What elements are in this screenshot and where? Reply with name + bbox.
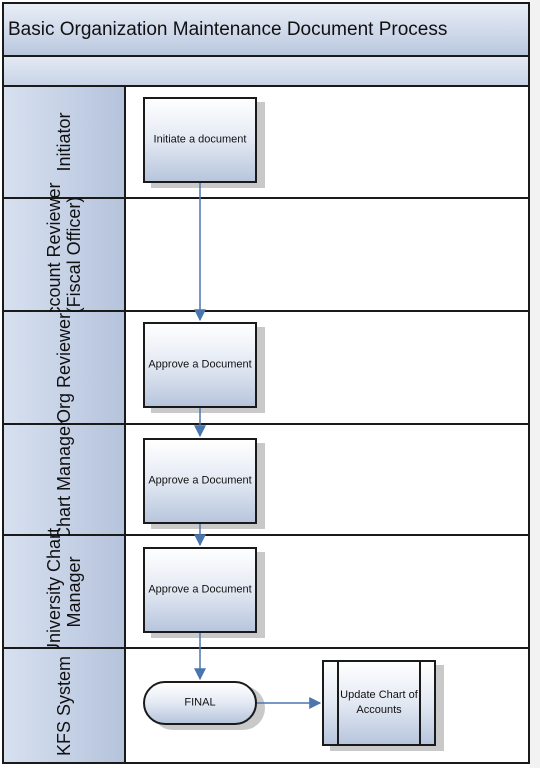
terminator-box: FINAL <box>143 681 257 725</box>
lane-chart-manager: Chart Manager <box>2 419 530 540</box>
step-university-approve-document: Approve a Document <box>143 547 265 638</box>
process-box: Approve a Document <box>143 322 257 408</box>
lane-account-reviewer: Account Reviewer (Fiscal Officer) <box>2 182 530 327</box>
diagram-title: Basic Organization Maintenance Document … <box>8 19 448 40</box>
diagram-header-band <box>2 57 530 87</box>
step-org-approve-document: Approve a Document <box>143 322 265 413</box>
step-label: Approve a Document <box>148 358 252 371</box>
step-initiate-document: Initiate a document <box>143 97 265 188</box>
lane-label-cell: Initiator <box>4 87 126 197</box>
lane-label-cell: University Chart Manager <box>4 527 126 656</box>
lane-initiator: Initiator <box>2 87 530 199</box>
lane-label-cell: KFS System <box>4 649 126 762</box>
step-chart-approve-document: Approve a Document <box>143 438 265 529</box>
lane-label-cell: Account Reviewer (Fiscal Officer) <box>4 182 126 327</box>
process-box: Initiate a document <box>143 97 257 183</box>
diagram-title-bar: Basic Organization Maintenance Document … <box>2 2 530 57</box>
step-label: FINAL <box>184 696 216 709</box>
step-label: Initiate a document <box>153 133 247 146</box>
page-edge-shadow <box>530 0 540 768</box>
lane-org-reviewer: Org Reviewer <box>2 312 530 425</box>
step-label: Approve a Document <box>148 583 252 596</box>
subprocess-bar <box>337 662 339 744</box>
step-final: FINAL <box>143 681 265 730</box>
lane-label-cell: Org Reviewer <box>4 312 126 423</box>
subprocess-bar <box>419 662 421 744</box>
step-update-chart-of-accounts: Update Chart of Accounts <box>322 660 444 751</box>
process-box: Approve a Document <box>143 438 257 524</box>
lane-label-cell: Chart Manager <box>4 419 126 540</box>
lane-university-chart-manager: University Chart Manager <box>2 527 530 656</box>
step-label: Approve a Document <box>148 474 252 487</box>
step-label: Update Chart of Accounts <box>340 689 418 716</box>
process-box: Approve a Document <box>143 547 257 633</box>
predefined-process-box: Update Chart of Accounts <box>322 660 436 746</box>
